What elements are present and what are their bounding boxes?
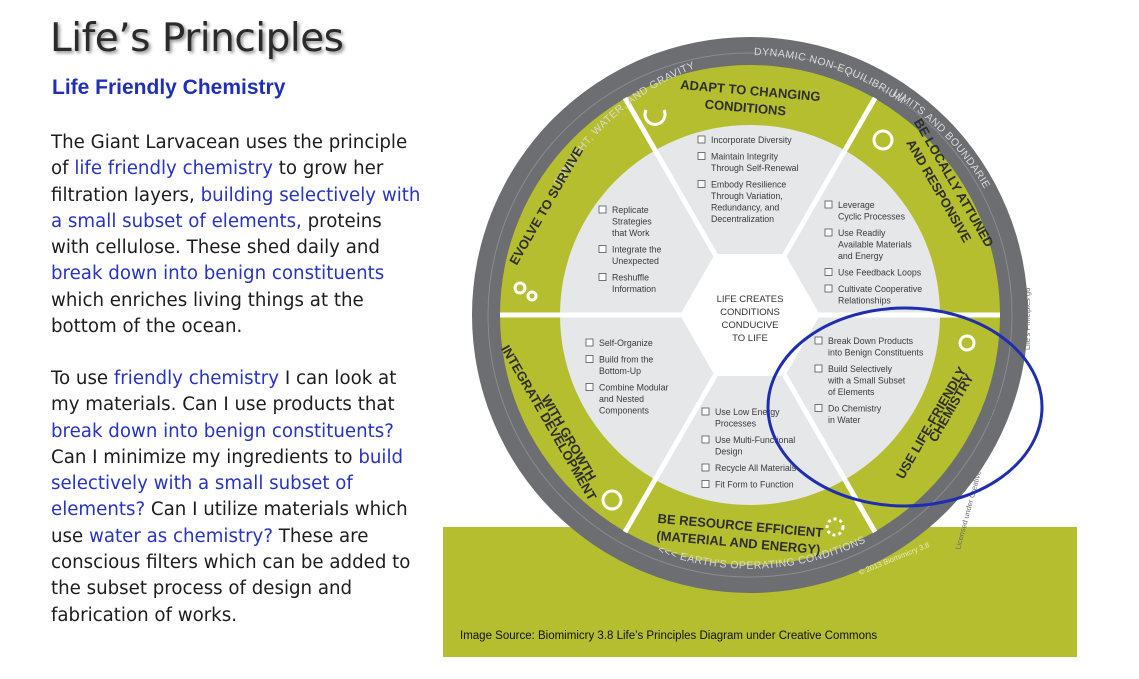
checkbox-icon — [585, 338, 594, 347]
center-hexagon — [680, 254, 820, 376]
sub-principle-adapt-0: Incorporate Diversity — [711, 135, 792, 145]
sub-principle-integrate-2: Components — [599, 406, 649, 416]
center-label: LIFE CREATES CONDITIONS CONDUCIVE TO LIF… — [717, 294, 784, 344]
checkbox-icon — [598, 245, 607, 253]
image-source-caption: Image Source: Biomimicry 3.8 Life’s Prin… — [460, 630, 878, 642]
checkbox-icon — [697, 180, 706, 188]
leaf-icon — [872, 129, 894, 151]
sub-principle-local-1: Use Readily — [838, 228, 886, 238]
lifes-principles-wheel: LIFE CREATES CONDITIONS CONDUCIVE TO LIF… — [440, 30, 1044, 593]
series-label: Life's Principles g6 — [1023, 288, 1032, 350]
checkbox-icon — [814, 404, 823, 412]
sub-principle-adapt-2: Decentralization — [711, 214, 774, 224]
highlight-ellipse — [766, 306, 1044, 508]
sub-principle-integrate-2: and Nested — [599, 394, 644, 404]
sub-principle-resource-1: Use Multi-Functional — [715, 435, 795, 445]
sub-principle-local-0: Leverage — [838, 200, 875, 210]
checkbox-icon — [697, 152, 706, 160]
checkbox-icon — [814, 336, 823, 345]
highlight-phrase: break down into benign constituents — [51, 263, 385, 285]
growth-spiral-icon — [601, 489, 623, 511]
sub-principle-evolve-0: Replicate — [612, 205, 649, 215]
sub-principle-evolve-2: Information — [612, 284, 656, 294]
sub-principle-adapt-1: Through Self-Renewal — [711, 163, 799, 173]
efficiency-icon — [825, 517, 845, 537]
principle-adapt-line-2: CONDITIONS — [704, 96, 787, 118]
highlight-phrase: life friendly chemistry — [74, 158, 273, 180]
sub-principle-chem-2: in Water — [828, 415, 860, 425]
page-subtitle: Life Friendly Chemistry — [52, 76, 286, 99]
highlight-phrase: build selectively with a small subset of… — [51, 446, 404, 521]
sub-principle-adapt-1: Maintain Integrity — [711, 152, 779, 162]
molecule-icon — [958, 334, 976, 352]
checkbox-icon — [701, 435, 710, 444]
sub-principle-local-1: Available Materials — [838, 240, 912, 250]
sub-principle-evolve-0: Strategies — [612, 217, 652, 227]
checkbox-icon — [585, 355, 594, 363]
highlight-phrase: water as chemistry? — [88, 525, 273, 547]
application-paragraph: To use friendly chemistry I can look at … — [51, 368, 411, 626]
sub-principle-integrate-2: Combine Modular — [599, 383, 669, 393]
sub-principle-evolve-1: Unexpected — [612, 256, 659, 266]
checkbox-icon — [814, 364, 823, 373]
description-paragraph: The Giant Larvacean uses the principle o… — [51, 132, 421, 338]
sub-principle-resource-0: Processes — [715, 419, 757, 429]
page-title: Life’s Principles — [50, 16, 344, 61]
evolve-dots-icon-2 — [526, 290, 538, 302]
sub-principle-local-1: and Energy — [838, 251, 884, 261]
sub-principle-chem-1: Build Selectively — [828, 364, 893, 374]
cycle-arrow-icon — [643, 109, 667, 126]
highlight-phrase: break down into benign constituents? — [51, 420, 394, 442]
sub-principle-evolve-2: Reshuffle — [612, 273, 649, 283]
sub-principle-adapt-2: Embody Resilience — [711, 180, 786, 190]
checkbox-icon — [824, 200, 833, 209]
sub-principle-chem-1: of Elements — [828, 387, 875, 397]
center-line-1: LIFE CREATES — [717, 294, 784, 305]
checkbox-icon — [598, 205, 607, 214]
center-line-2: CONDITIONS — [720, 307, 780, 318]
checkbox-icon — [824, 284, 833, 293]
sub-principle-resource-1: Design — [715, 447, 742, 457]
center-line-4: TO LIFE — [732, 333, 768, 344]
sub-principle-adapt-2: Redundancy, and — [711, 203, 779, 213]
sub-principle-local-0: Cyclic Processes — [838, 212, 906, 222]
sub-principle-chem-2: Do Chemistry — [828, 404, 882, 414]
sub-principle-local-2: Use Feedback Loops — [838, 268, 922, 278]
evolve-dots-icon — [513, 281, 527, 295]
sub-principle-adapt-2: Through Variation, — [711, 191, 783, 201]
sub-principle-resource-3: Fit Form to Function — [715, 480, 794, 490]
sub-principle-local-3: Relationships — [838, 296, 891, 306]
highlight-phrase: friendly chemistry — [113, 368, 280, 389]
sub-principle-chem-0: into Benign Constituents — [828, 348, 924, 358]
sub-principle-evolve-1: Integrate the — [612, 245, 662, 255]
checkbox-icon — [824, 228, 833, 237]
center-line-3: CONDUCIVE — [721, 320, 778, 331]
sub-principle-local-3: Cultivate Cooperative — [838, 284, 922, 294]
checkbox-icon — [598, 273, 607, 281]
checkbox-icon — [701, 480, 710, 488]
checkbox-icon — [585, 383, 594, 391]
checkbox-icon — [697, 135, 706, 144]
checkbox-icon — [824, 268, 833, 276]
sub-principle-integrate-0: Self-Organize — [599, 338, 653, 348]
outer-ring-inner-edge — [487, 52, 1013, 578]
sub-principle-evolve-0: that Work — [612, 228, 650, 238]
sub-principle-resource-0: Use Low Energy — [715, 407, 780, 417]
highlight-phrase: building selectively with a small subset… — [51, 184, 421, 232]
checkbox-icon — [701, 463, 710, 472]
sub-principle-integrate-1: Bottom-Up — [599, 366, 641, 376]
sub-principle-chem-1: with a Small Subset — [827, 376, 906, 386]
checkbox-icon — [701, 407, 710, 416]
sub-principle-integrate-1: Build from the — [599, 355, 653, 365]
sub-principle-chem-0: Break Down Products — [828, 336, 914, 346]
sub-principle-resource-2: Recycle All Materials — [715, 463, 797, 473]
